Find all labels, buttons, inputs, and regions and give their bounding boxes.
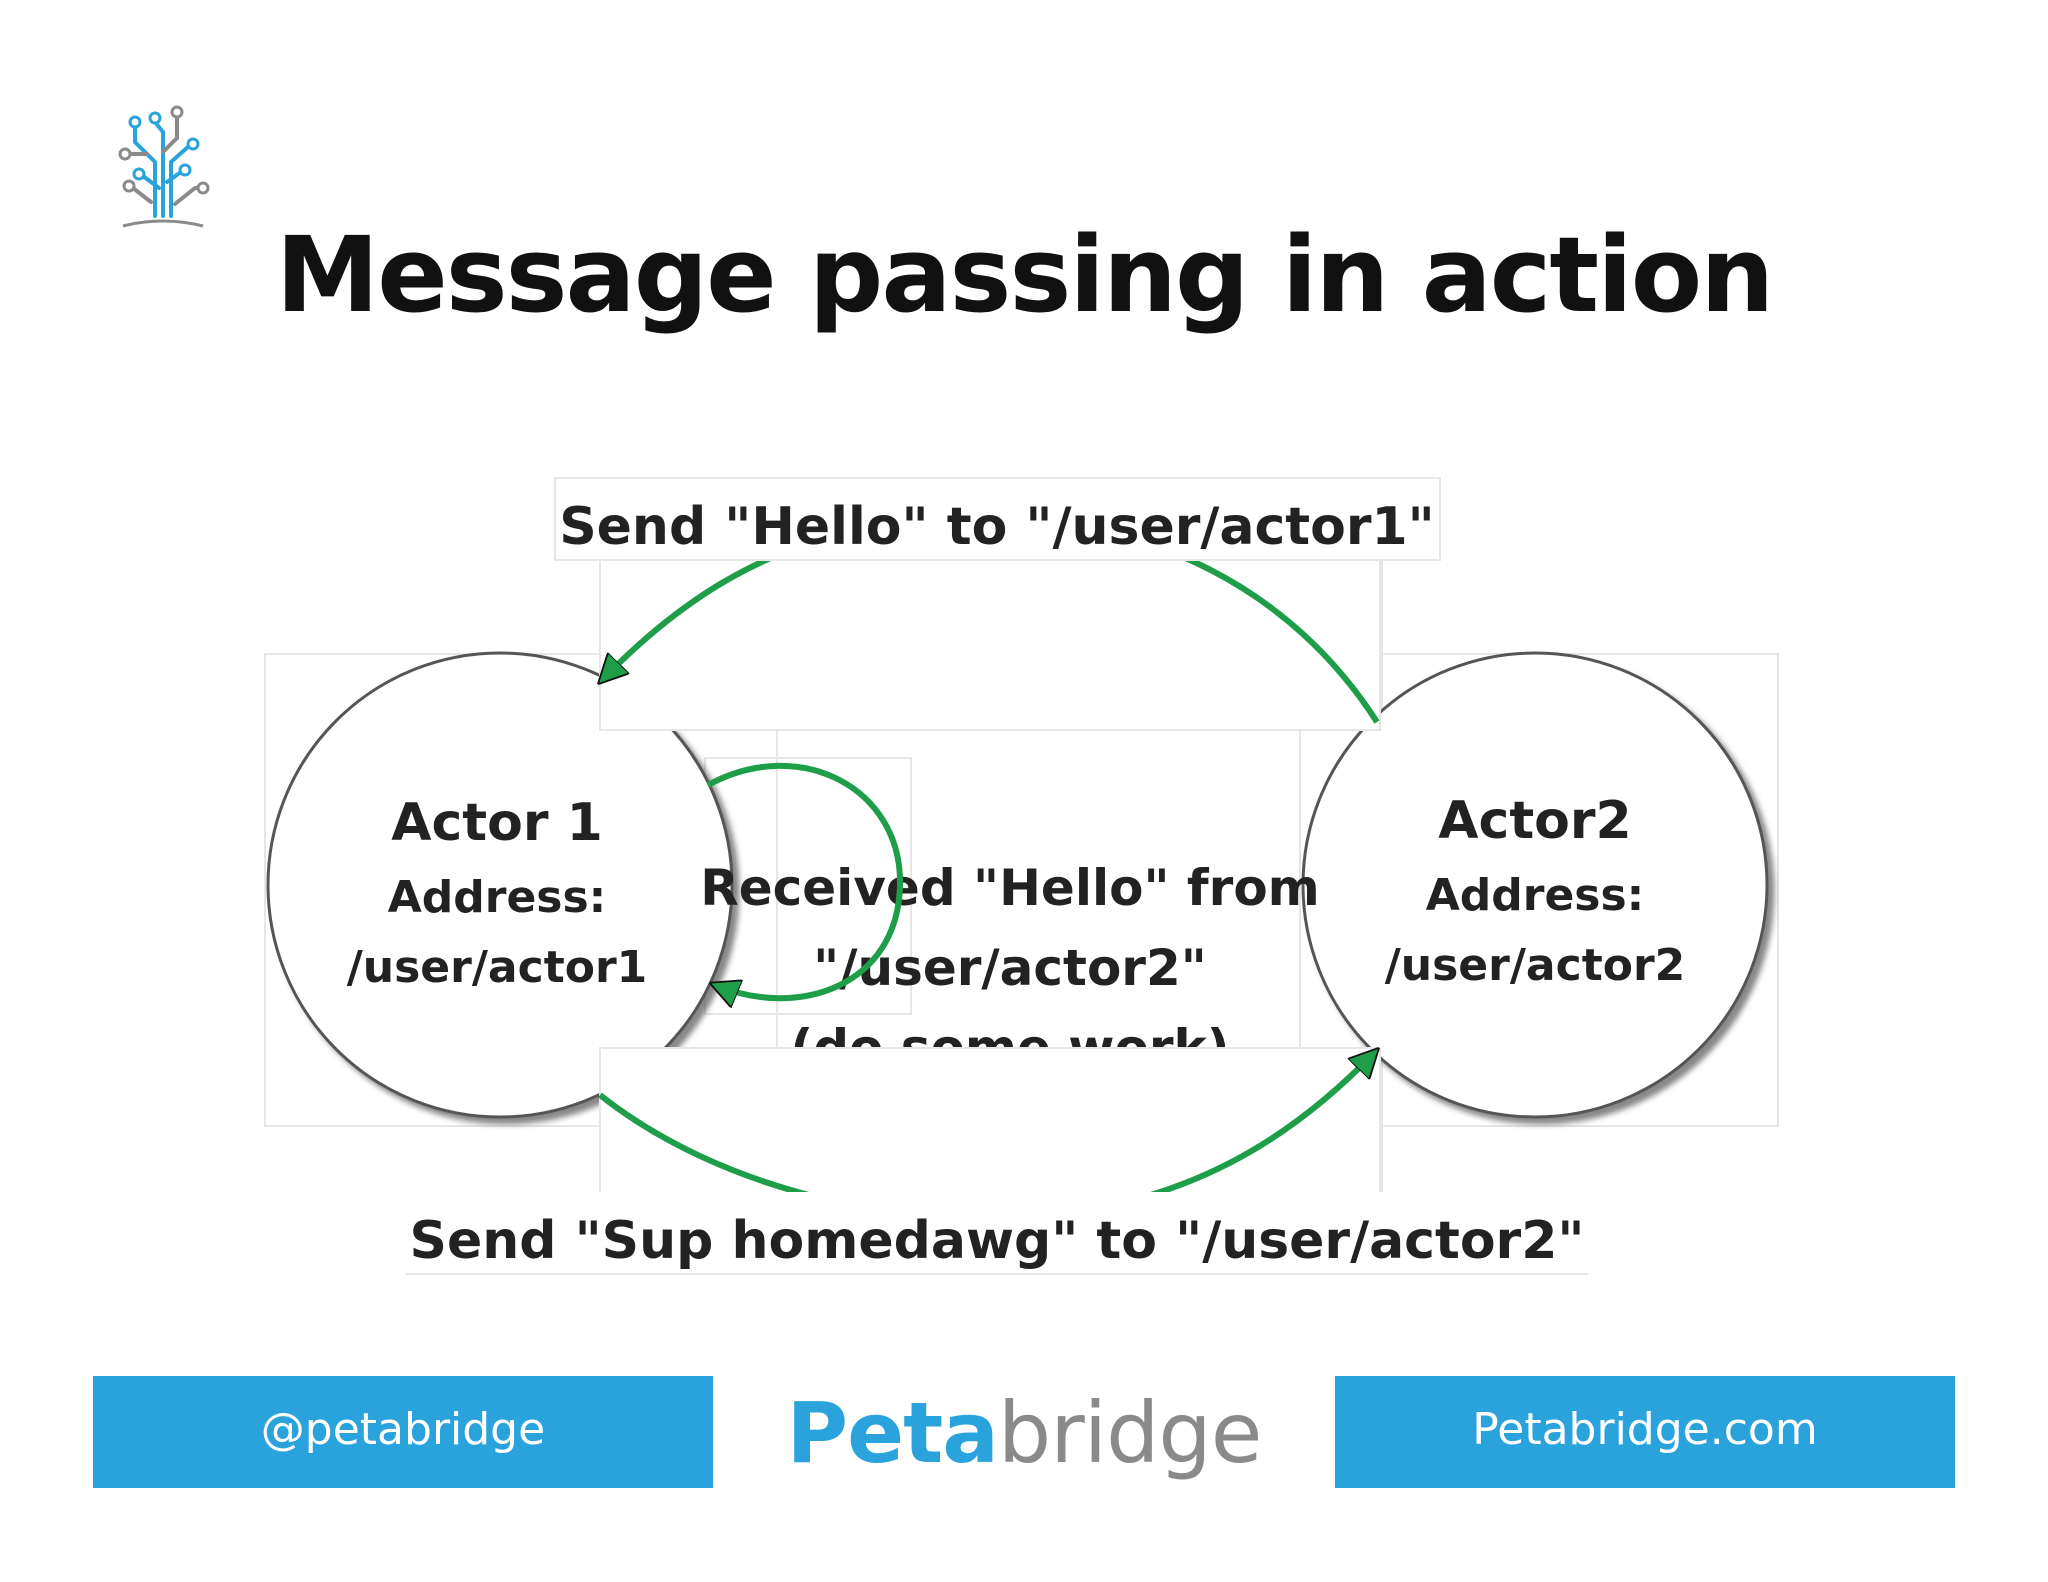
website-link: Petabridge.com [1472, 1404, 1818, 1455]
top-message: Send "Hello" to "/user/actor1" [559, 497, 1435, 557]
petabridge-wordmark: Petabridge [740, 1378, 1308, 1488]
self-message-arrow [706, 762, 904, 998]
actor1-address-label: Address: [388, 872, 607, 923]
bottom-message: Send "Sup homedawg" to "/user/actor2" [410, 1211, 1585, 1271]
bottom-message-box [406, 1192, 1588, 1274]
actor1-circle [266, 651, 734, 1119]
website-bar[interactable]: Petabridge.com [1335, 1376, 1955, 1488]
actor2-name: Actor2 [1438, 791, 1631, 851]
actor1-name: Actor 1 [391, 793, 603, 853]
received-line-2: "/user/actor2" [813, 939, 1207, 997]
top-panel [599, 559, 1381, 731]
wordmark-bridge: bridge [997, 1384, 1263, 1482]
actor2-address: /user/actor2 [1385, 940, 1686, 991]
slide-title: Message passing in action [275, 214, 1775, 336]
petabridge-tree-logo [118, 105, 210, 228]
actor1-address: /user/actor1 [347, 942, 648, 993]
wordmark-peta: Peta [786, 1384, 999, 1482]
twitter-handle-bar[interactable]: @petabridge [93, 1376, 713, 1488]
actor2-address-label: Address: [1426, 870, 1645, 921]
received-line-1: Received "Hello" from [700, 859, 1320, 917]
twitter-handle: @petabridge [260, 1404, 546, 1455]
actor2-circle [1301, 651, 1769, 1119]
bottom-panel [599, 1047, 1381, 1197]
top-message-box [554, 477, 1441, 561]
